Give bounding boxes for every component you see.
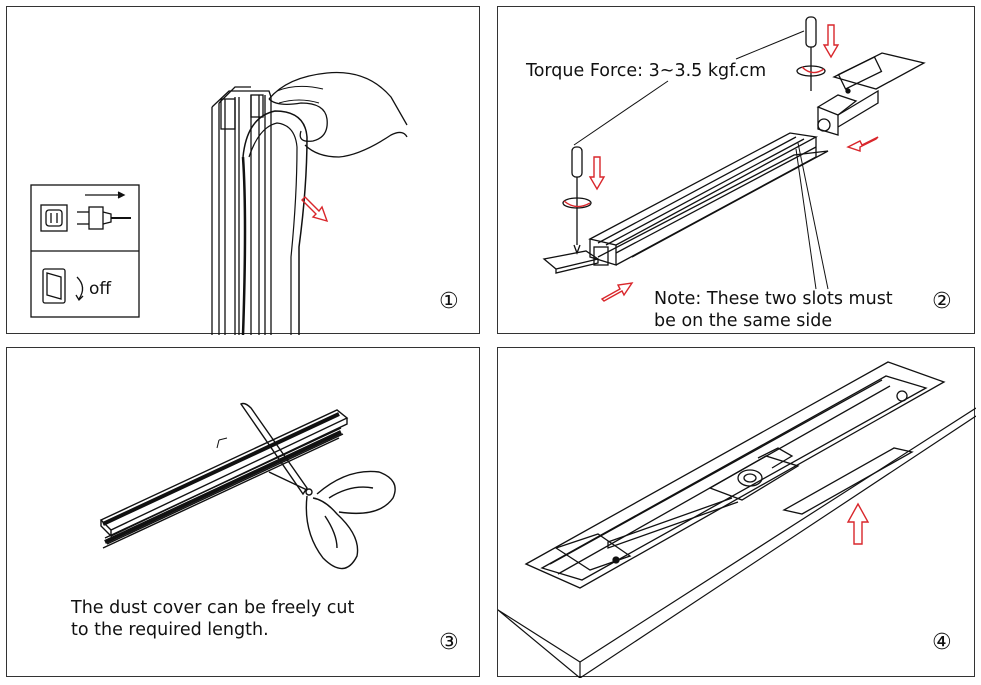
caption-line-1: The dust cover can be freely cut — [71, 598, 355, 618]
hand-illustration — [268, 71, 408, 158]
pull-direction-arrow — [301, 196, 329, 223]
step-number: ① — [439, 289, 459, 314]
rocker-switch-icon — [42, 268, 66, 304]
dust-cover-strip — [99, 409, 349, 549]
step-2-panel: Torque Force: 3~3.5 kgf.cm Note: These t… — [497, 6, 975, 334]
plug-icon — [77, 206, 131, 230]
insert-direction-arrow — [846, 502, 870, 545]
step-1-panel: off ① — [6, 6, 480, 335]
step-number: ④ — [932, 630, 952, 655]
end-cap-left — [542, 250, 600, 274]
dust-cover-piece — [782, 447, 914, 515]
step-number: ② — [932, 289, 952, 314]
profile-vertical — [211, 86, 272, 335]
step-3-panel: The dust cover can be freely cut to the … — [6, 347, 480, 677]
torque-label: Torque Force: 3~3.5 kgf.cm — [526, 61, 767, 81]
step-4-illustration — [498, 361, 976, 678]
step-2-illustration — [542, 16, 926, 302]
screwdriver-right — [796, 16, 826, 91]
note-line-2: be on the same side — [654, 311, 833, 331]
power-off-box — [30, 184, 140, 318]
scissors-illustration — [239, 402, 396, 570]
step-4-panel: ④ — [497, 347, 976, 678]
connector-block — [816, 52, 926, 136]
peeled-strip — [242, 110, 308, 335]
ceiling-slab — [498, 407, 976, 678]
socket-icon — [40, 204, 68, 232]
note-line-1: Note: These two slots must — [654, 289, 893, 309]
track-profile — [588, 132, 819, 266]
caption-line-2: to the required length. — [71, 620, 269, 640]
side-plate — [597, 150, 829, 258]
switch-off-label: off — [89, 279, 112, 299]
step-1-illustration — [30, 71, 408, 335]
screwdriver-left — [562, 146, 592, 255]
recessed-track — [524, 361, 946, 589]
step-3-illustration — [99, 402, 396, 570]
red-direction-arrows — [563, 24, 879, 302]
spotlight-fixture — [607, 447, 800, 549]
step-number: ③ — [439, 630, 459, 655]
